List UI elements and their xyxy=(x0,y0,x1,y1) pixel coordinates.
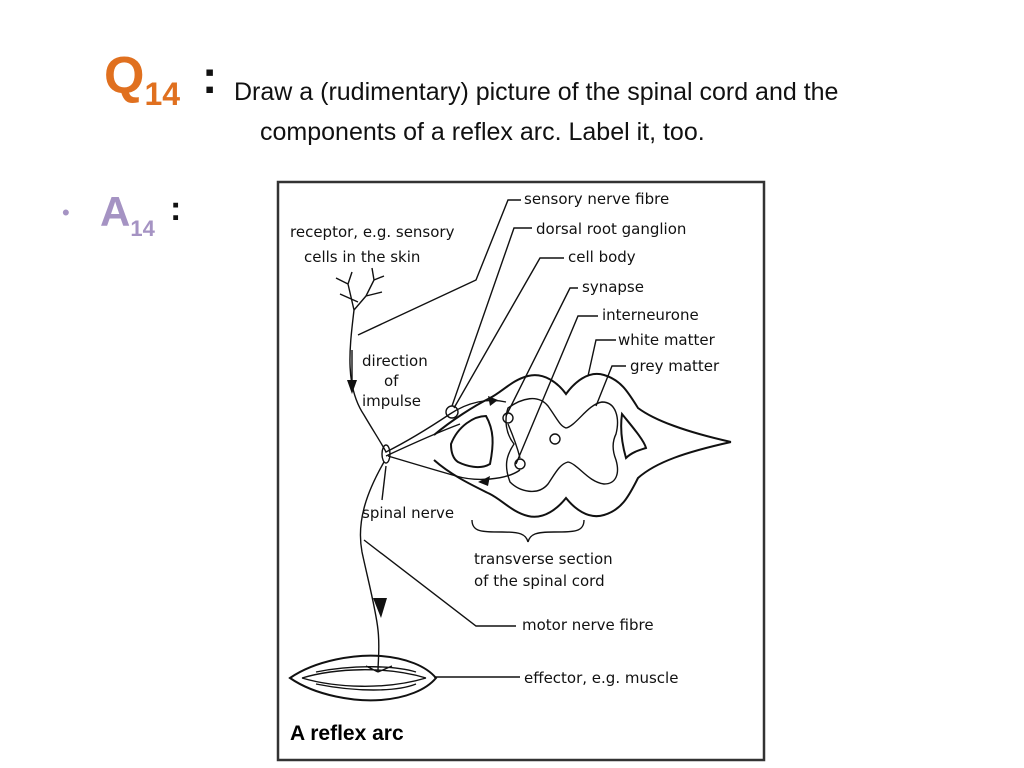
direction-label-line-2: of xyxy=(384,372,399,390)
effector-muscle xyxy=(288,654,438,702)
motor-fibre-label: motor nerve fibre xyxy=(522,616,654,634)
transverse-brace xyxy=(471,519,585,543)
left-white-tract xyxy=(449,414,494,469)
receptor-label-line-1: receptor, e.g. sensory xyxy=(290,223,455,241)
transverse-label-line-2: of the spinal cord xyxy=(474,572,605,590)
muscle-fibres xyxy=(301,665,427,691)
central-canal xyxy=(549,433,561,445)
cell-body-label: cell body xyxy=(568,248,636,266)
dorsal-root-label: dorsal root ganglion xyxy=(536,220,686,238)
grey-matter-outline xyxy=(505,398,619,492)
question-text-line-2: components of a reflex arc. Label it, to… xyxy=(260,118,705,146)
interneurone-label: interneurone xyxy=(602,306,699,324)
question-letter: Q xyxy=(104,47,145,105)
spinal-nerve-junction xyxy=(381,444,391,464)
right-white-tract xyxy=(620,411,648,460)
sensory-impulse-arrow xyxy=(488,396,498,406)
leader-interneurone xyxy=(515,315,598,465)
question-colon: : xyxy=(202,51,218,103)
leader-cell-body xyxy=(453,257,564,409)
bullet-icon: • xyxy=(62,200,70,225)
sensory-fibre-label: sensory nerve fibre xyxy=(524,190,669,208)
effector-label: effector, e.g. muscle xyxy=(524,669,678,687)
receptor-label-line-2: cells in the skin xyxy=(304,248,420,266)
reflex-arc-diagram: receptor, e.g. sensory cells in the skin… xyxy=(276,180,766,762)
leader-spinal-nerve xyxy=(381,465,387,501)
answer-letter: A xyxy=(100,188,131,235)
leader-grey-matter xyxy=(595,365,626,407)
diagram-caption: A reflex arc xyxy=(290,722,404,745)
question-text-line-1: Draw a (rudimentary) picture of the spin… xyxy=(234,78,839,106)
spinal-nerve-label: spinal nerve xyxy=(362,504,454,522)
reflex-arc-svg: receptor, e.g. sensory cells in the skin… xyxy=(276,180,766,762)
transverse-label-line-1: transverse section xyxy=(474,550,613,568)
sensory-nerve-fibre-path xyxy=(349,309,507,453)
answer-number: 14 xyxy=(130,216,155,241)
leader-dorsal-root xyxy=(451,227,532,407)
grey-matter-label: grey matter xyxy=(630,357,720,375)
leader-motor-fibre xyxy=(363,539,516,627)
motor-direction-arrow xyxy=(373,598,387,618)
answer-heading: A14 : xyxy=(100,188,181,241)
motor-impulse-arrow xyxy=(478,476,490,486)
diagram-frame xyxy=(276,180,766,762)
motor-root-path xyxy=(387,455,521,481)
question-number: 14 xyxy=(144,76,181,112)
white-matter-label: white matter xyxy=(618,331,716,349)
synapse-label: synapse xyxy=(582,278,644,296)
motor-neurone-cell-body xyxy=(514,458,526,470)
direction-arrow-head xyxy=(347,380,357,394)
receptor-branches xyxy=(335,267,385,311)
question-heading: Q14 : xyxy=(104,46,217,112)
answer-colon: : xyxy=(170,190,182,228)
sensory-root-path xyxy=(385,423,461,457)
motor-nerve-fibre-path xyxy=(359,461,385,673)
leader-synapse xyxy=(505,287,578,417)
leader-sensory-fibre xyxy=(357,199,521,336)
direction-label-line-1: direction xyxy=(362,352,428,370)
leader-white-matter xyxy=(587,339,616,377)
direction-label-line-3: impulse xyxy=(362,392,421,410)
